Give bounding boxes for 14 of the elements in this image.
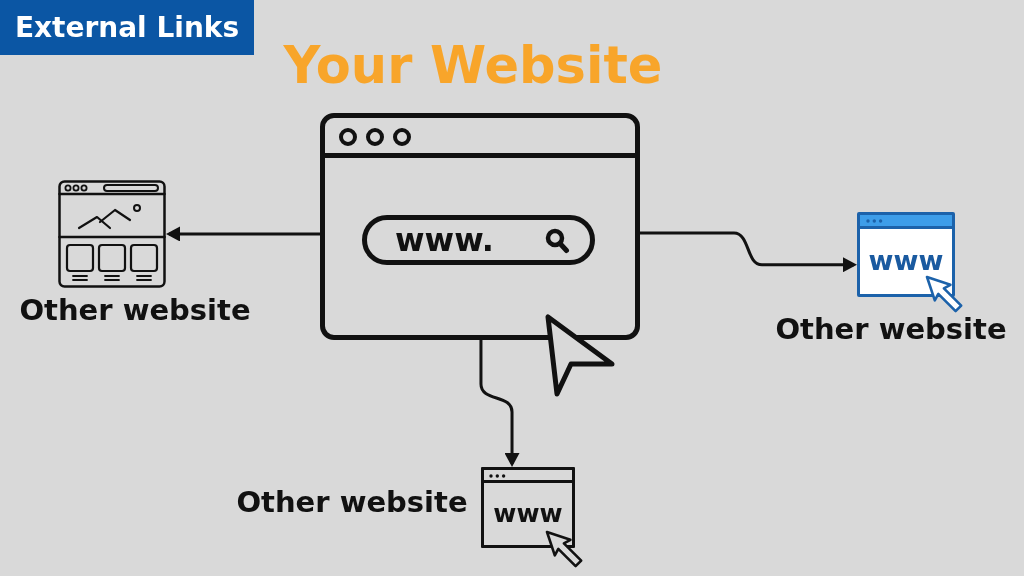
browser-window [857, 212, 955, 297]
url-text: www [493, 501, 563, 526]
search-field: www. [362, 215, 595, 265]
website-caption: Other website [236, 486, 468, 520]
arrow [640, 231, 857, 273]
url-text: www [868, 247, 944, 274]
webpage-layout-icon [58, 180, 166, 288]
website-heading: Your Website [283, 37, 663, 96]
arrow [479, 340, 520, 467]
arrow [166, 226, 320, 242]
website-caption: Other website [19, 294, 251, 328]
browser-window [320, 113, 640, 340]
title-banner: External Links [0, 0, 254, 55]
website-caption: Other website [775, 313, 1007, 347]
